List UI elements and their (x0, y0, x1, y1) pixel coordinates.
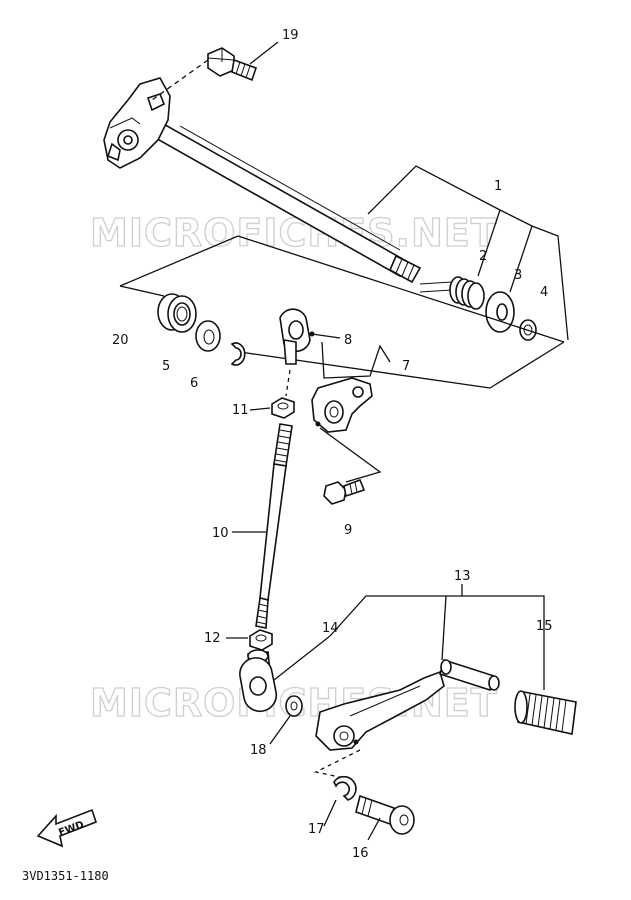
bolt-9 (323, 478, 366, 505)
callout-20: 20 (112, 333, 129, 348)
oil-seal-20 (157, 293, 197, 333)
callout-labels: 1 2 3 4 5 6 7 8 9 10 11 12 13 14 15 16 1… (112, 28, 553, 861)
shift-rod-10 (255, 423, 293, 629)
diagram-code: 3VD1351-1180 (22, 869, 109, 883)
shift-lever-7 (311, 377, 373, 433)
callout-18: 18 (250, 743, 267, 758)
callout-11: 11 (232, 403, 249, 418)
pedal-rubber-15 (514, 690, 577, 735)
bolt-19 (207, 47, 258, 82)
callout-4: 4 (540, 285, 548, 300)
washer-5 (195, 320, 221, 352)
callout-17: 17 (308, 822, 325, 837)
washer-18 (285, 695, 303, 717)
washer-3 (485, 291, 515, 333)
callout-5: 5 (162, 359, 170, 374)
forward-arrow-icon: FWD (36, 808, 97, 848)
callout-12: 12 (204, 631, 221, 646)
bolt-16 (355, 794, 415, 835)
callout-19: 19 (282, 28, 299, 43)
callout-16: 16 (352, 846, 369, 861)
callout-2: 2 (479, 249, 487, 264)
clip-6 (230, 342, 246, 366)
nut-12 (249, 629, 273, 651)
callout-14: 14 (322, 621, 339, 636)
callout-10: 10 (212, 526, 229, 541)
callout-7: 7 (402, 359, 410, 374)
joint-8 (279, 308, 315, 365)
callout-9: 9 (344, 523, 352, 538)
callout-13: 13 (454, 569, 471, 584)
spring-2 (419, 276, 485, 310)
watermark-top: MICROFICHES.NET (90, 211, 498, 255)
circlip-17 (333, 775, 357, 801)
callout-15: 15 (536, 619, 553, 634)
callout-6: 6 (190, 376, 198, 391)
shift-pedal-13 (315, 658, 500, 751)
callout-3: 3 (514, 268, 522, 283)
callout-8: 8 (344, 333, 352, 348)
nut-11 (271, 397, 295, 419)
callout-1: 1 (494, 179, 502, 194)
joint-14 (239, 649, 278, 713)
shift-shaft (103, 77, 422, 284)
